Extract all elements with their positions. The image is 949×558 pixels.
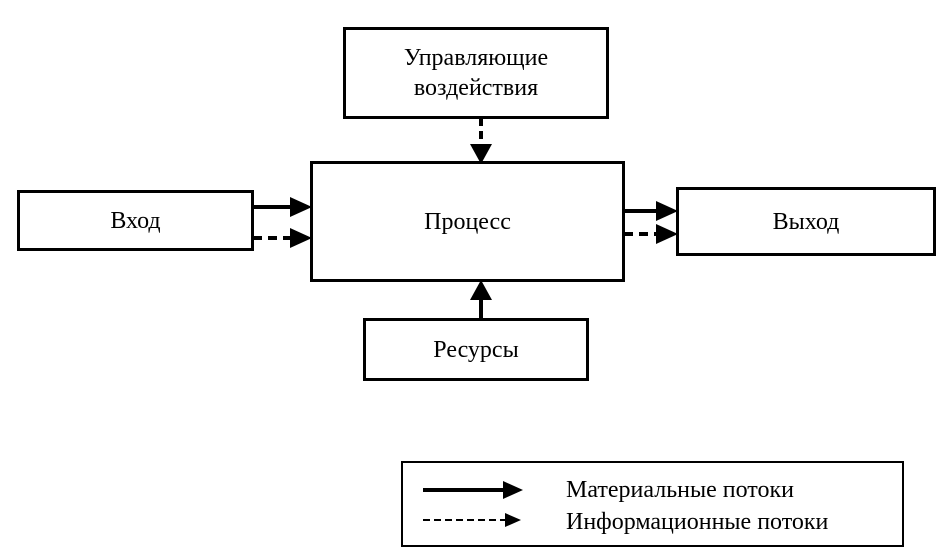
resources-arrowhead xyxy=(470,280,492,300)
resources-box: Ресурсы xyxy=(363,318,589,381)
control-arrowhead xyxy=(470,144,492,164)
legend-info-arrowhead xyxy=(505,513,521,527)
legend-symbols xyxy=(423,481,523,527)
legend: Материальные потоки Информационные поток… xyxy=(401,461,904,547)
input-label: Вход xyxy=(110,207,161,234)
output-label: Выход xyxy=(772,208,840,235)
legend-material-label: Материальные потоки xyxy=(566,477,794,503)
output-info-arrowhead xyxy=(656,224,678,244)
input-box: Вход xyxy=(17,190,254,251)
control-box: Управляющие воздействия xyxy=(343,27,609,119)
input-info-arrowhead xyxy=(290,228,312,248)
process-label: Процесс xyxy=(424,208,511,235)
input-material-arrowhead xyxy=(290,197,312,217)
resources-label: Ресурсы xyxy=(433,336,519,363)
legend-material-arrowhead xyxy=(503,481,523,499)
process-box: Процесс xyxy=(310,161,625,282)
output-box: Выход xyxy=(676,187,936,256)
output-material-arrowhead xyxy=(656,201,678,221)
legend-information-label: Информационные потоки xyxy=(566,509,829,535)
control-label: Управляющие воздействия xyxy=(403,45,549,101)
